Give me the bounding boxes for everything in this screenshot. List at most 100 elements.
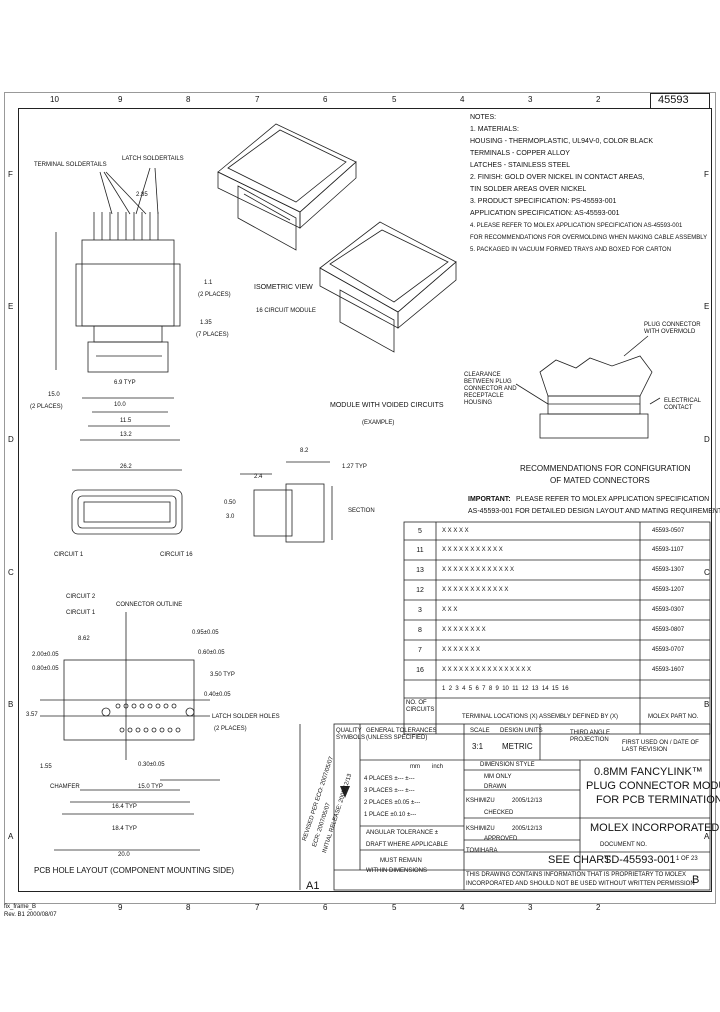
chart-header-cols: 1 2 3 4 5 6 7 8 9 10 11 12 13 14 15 16 [442,686,569,693]
bcol-3: 3 [528,903,533,912]
row-f: F [8,170,13,179]
sheet-number: 1 OF 23 [676,856,698,862]
tol-mm: mm [410,764,420,770]
tol-inch: inch [432,764,444,770]
col-3: 3 [528,95,533,104]
dim-16: 1.27 TYP [342,464,367,470]
footer-line-2: Rev. B1 2000/08/07 [4,912,57,918]
tol-row: 4 PLACES ±--- ±--- [364,776,415,782]
col-4: 4 [460,95,465,104]
dim-28: 20.0 [118,852,130,858]
recommend-label: RECOMMENDATIONS FOR CONFIGURATION [520,464,691,473]
chamfer-label: CHAMFER [50,784,80,790]
circuit2-label: CIRCUIT 2 [66,594,96,600]
dim-26: 16.4 TYP [112,804,137,810]
dim-13: 2.4 [254,474,263,480]
bcol-5: 5 [392,903,397,912]
chart-row-no: 16 [416,667,424,674]
chart-row-part: 45593-1207 [652,587,685,593]
tol-row: 1 PLACE ±0.10 ±--- [364,812,417,818]
dim-31: 1.55 [40,764,52,770]
mm-only: MM ONLY [484,774,512,780]
latch-holes-sub: (2 PLACES) [214,726,247,732]
dim-14: 0.50 [224,500,236,506]
chart-row-marks: X X X X X X X X X X X [442,547,503,553]
plug-overmold-label: PLUG CONNECTOR WITH OVERMOLD [644,322,701,335]
dim-4: (7 PLACES) [196,332,229,338]
chart-header-col: 14 [541,686,549,692]
proprietary-1: THIS DRAWING CONTAINS INFORMATION THAT I… [466,872,687,878]
note-4: LATCHES - STAINLESS STEEL [470,162,571,169]
chart-row-marks: X X X X X X X X [442,627,486,633]
note-6: TIN SOLDER AREAS OVER NICKEL [470,186,587,193]
chart-row-marks: X X X X X X X [442,647,481,653]
tolerances-label: GENERAL TOLERANCES (UNLESS SPECIFIED) [366,728,437,741]
chart-header-col: 9 [495,686,499,692]
dim-style-label: DIMENSION STYLE [480,762,535,768]
chart-row-marks: X X X X X [442,528,469,534]
chart-header-col: 11 [512,686,519,692]
col-2: 2 [596,95,601,104]
units-label: DESIGN UNITS [500,728,543,734]
dim-24: 0.40±0.05 [204,692,231,698]
must-remain-2: WITHIN DIMENSIONS [366,868,427,874]
chart-col-terminal: TERMINAL LOCATIONS (X) ASSEMBLY DEFINED … [462,714,619,720]
voided-title: MODULE WITH VOIDED CIRCUITS [330,402,444,409]
note-1: 1. MATERIALS: [470,126,519,133]
col-10: 10 [50,95,59,104]
drawn-date: 2005/12/13 [512,798,543,804]
dim-1: 1.1 [204,280,213,286]
chart-header-col: 6 [475,686,479,692]
chart-row-no: 3 [418,607,422,614]
dim-22: 0.80±0.05 [32,666,59,672]
isometric-view-label: ISOMETRIC VIEW [254,284,313,291]
chart-header-col: 5 [468,686,473,692]
dim-3: 1.35 [200,320,212,326]
chart-header-col: 4 [462,686,466,692]
revision-a1: A1 [306,880,320,892]
bcol-8: 8 [186,903,191,912]
important-text-2: AS-45593-001 FOR DETAILED DESIGN LAYOUT … [468,508,720,515]
units-value: METRIC [502,742,533,751]
title-line-3: FOR PCB TERMINATION [596,794,720,806]
col-7: 7 [255,95,260,104]
chart-row-no: 7 [418,647,422,654]
note-10: FOR RECOMMENDATIONS FOR OVERMOLDING WHEN… [470,235,708,241]
bcol-2: 2 [596,903,601,912]
bcol-7: 7 [255,903,260,912]
draft-label: DRAFT WHERE APPLICABLE [366,842,448,848]
note-0: NOTES: [470,114,497,121]
chart-row-part: 45593-1607 [652,667,685,673]
row-e: E [8,302,14,311]
row-b: B [8,700,14,709]
chart-row-no: 12 [416,587,424,594]
chart-row-part: 45593-0307 [652,607,685,613]
approved-label: APPROVED [484,836,518,842]
chart-header-col: 2 [448,686,453,692]
title-line-1: 0.8MM FANCYLINK™ [594,766,703,778]
note-2: HOUSING - THERMOPLASTIC, UL94V-0, COLOR … [470,138,654,145]
approved-by: TOMIHARA [466,848,498,854]
checked-by: KSHIMIZU [466,826,495,832]
bcol-4: 4 [460,903,465,912]
tol-row: 2 PLACES ±0.05 ±--- [364,800,421,806]
chart-header-col: 8 [488,686,493,692]
chart-row-marks: X X X X X X X X X X X X X X X X [442,667,532,673]
drawn-label: DRAWN [484,784,507,790]
electrical-contact-label: ELECTRICAL CONTACT [664,398,701,411]
row-a-right: A [704,832,710,841]
drawn-by: KSHIMIZU [466,798,495,804]
dim-9: 13.2 [120,432,132,438]
chart-col-part: MOLEX PART NO. [648,714,699,720]
dim-7: 10.0 [114,402,126,408]
dim-29: 0.30±0.05 [138,762,165,768]
chart-row-no: 11 [416,547,424,554]
col-5: 5 [392,95,397,104]
chart-row-part: 45593-1107 [652,547,684,553]
dim-19: 0.60±0.05 [198,650,225,656]
latch-soldertails-label: LATCH SOLDERTAILS [122,156,184,162]
chart-header-col: 1 [442,686,446,692]
angular-label: ANGULAR TOLERANCE ± [366,830,439,836]
row-c-right: C [704,568,710,577]
quality-label: QUALITY SYMBOLS [336,728,366,741]
